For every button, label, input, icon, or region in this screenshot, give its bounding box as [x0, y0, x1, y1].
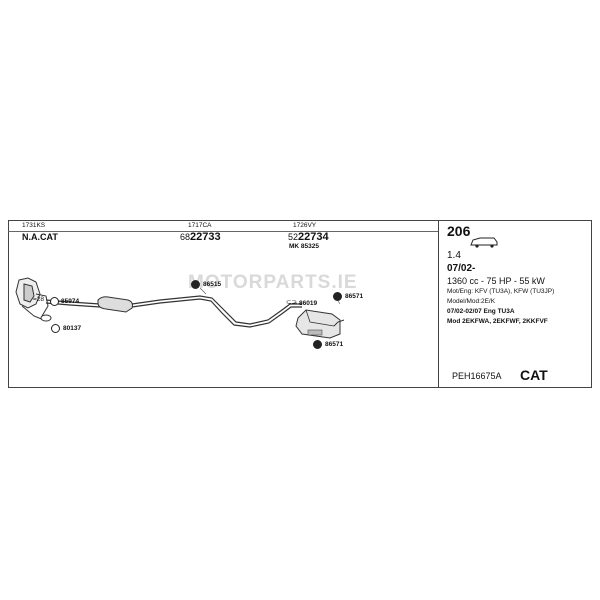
car-silhouette-icon — [470, 237, 498, 248]
watermark: MOTORPARTS.IE — [188, 272, 358, 293]
joint-icon: ⊂⊃ — [286, 299, 297, 306]
diagram-frame — [8, 220, 592, 388]
part-label-1: N.A.CAT — [22, 232, 58, 242]
part-code-3: 1726VY — [293, 222, 317, 229]
type-label: CAT — [520, 367, 548, 383]
model-mod: Model/Mod:2E/K — [447, 298, 496, 305]
part-ref-3-main: 22734 — [298, 231, 329, 243]
part-ref-3-prefix: 52 — [288, 232, 299, 242]
engine-size: 1.4 — [447, 250, 461, 261]
panel-divider — [438, 220, 439, 388]
mot-eng: Mot/Eng: KFV (TU3A), KFW (TU3JP) — [447, 288, 555, 295]
gasket-ring-icon — [51, 324, 60, 333]
rear-muffler — [295, 309, 345, 339]
hanger-icon-3 — [313, 340, 322, 349]
part-mk-3: MK 85325 — [289, 243, 319, 250]
part-ref-2-prefix: 68 — [180, 232, 191, 242]
callout-86515: 86515 — [203, 281, 222, 288]
middle-silencer — [97, 296, 133, 313]
mod-codes: Mod 2EKFWA, 2EKFWF, 2KKFVF — [447, 318, 548, 325]
clamp-icon — [50, 297, 59, 306]
engine-spec: 1360 cc - 75 HP - 55 kW — [447, 276, 545, 286]
date-range: 07/02- — [447, 263, 476, 274]
part-ref-3: 5222734 — [288, 232, 329, 243]
part-ref-2: 6822733 — [180, 232, 221, 243]
reference-code: PEH16675A — [452, 371, 502, 381]
callout-85974: 85974 — [61, 298, 80, 305]
callout-80137: 80137 — [63, 325, 82, 332]
callout-86019: 86019 — [299, 300, 318, 307]
hanger-icon-2 — [333, 292, 342, 301]
date-eng: 07/02-02/07 Eng TU3A — [447, 308, 515, 315]
left-tag: =28 — [33, 296, 45, 303]
part-code-2: 1717CA — [188, 222, 212, 229]
model-name: 206 — [447, 223, 471, 239]
header-rule — [8, 231, 438, 232]
hanger-icon — [191, 280, 200, 289]
callout-86571-b: 86571 — [325, 341, 344, 348]
callout-86571-a: 86571 — [345, 293, 364, 300]
part-ref-2-main: 22733 — [190, 231, 221, 243]
catalyst-manifold — [15, 277, 52, 322]
part-code-1: 1731KS — [22, 222, 46, 229]
mid-pipe — [131, 295, 302, 328]
